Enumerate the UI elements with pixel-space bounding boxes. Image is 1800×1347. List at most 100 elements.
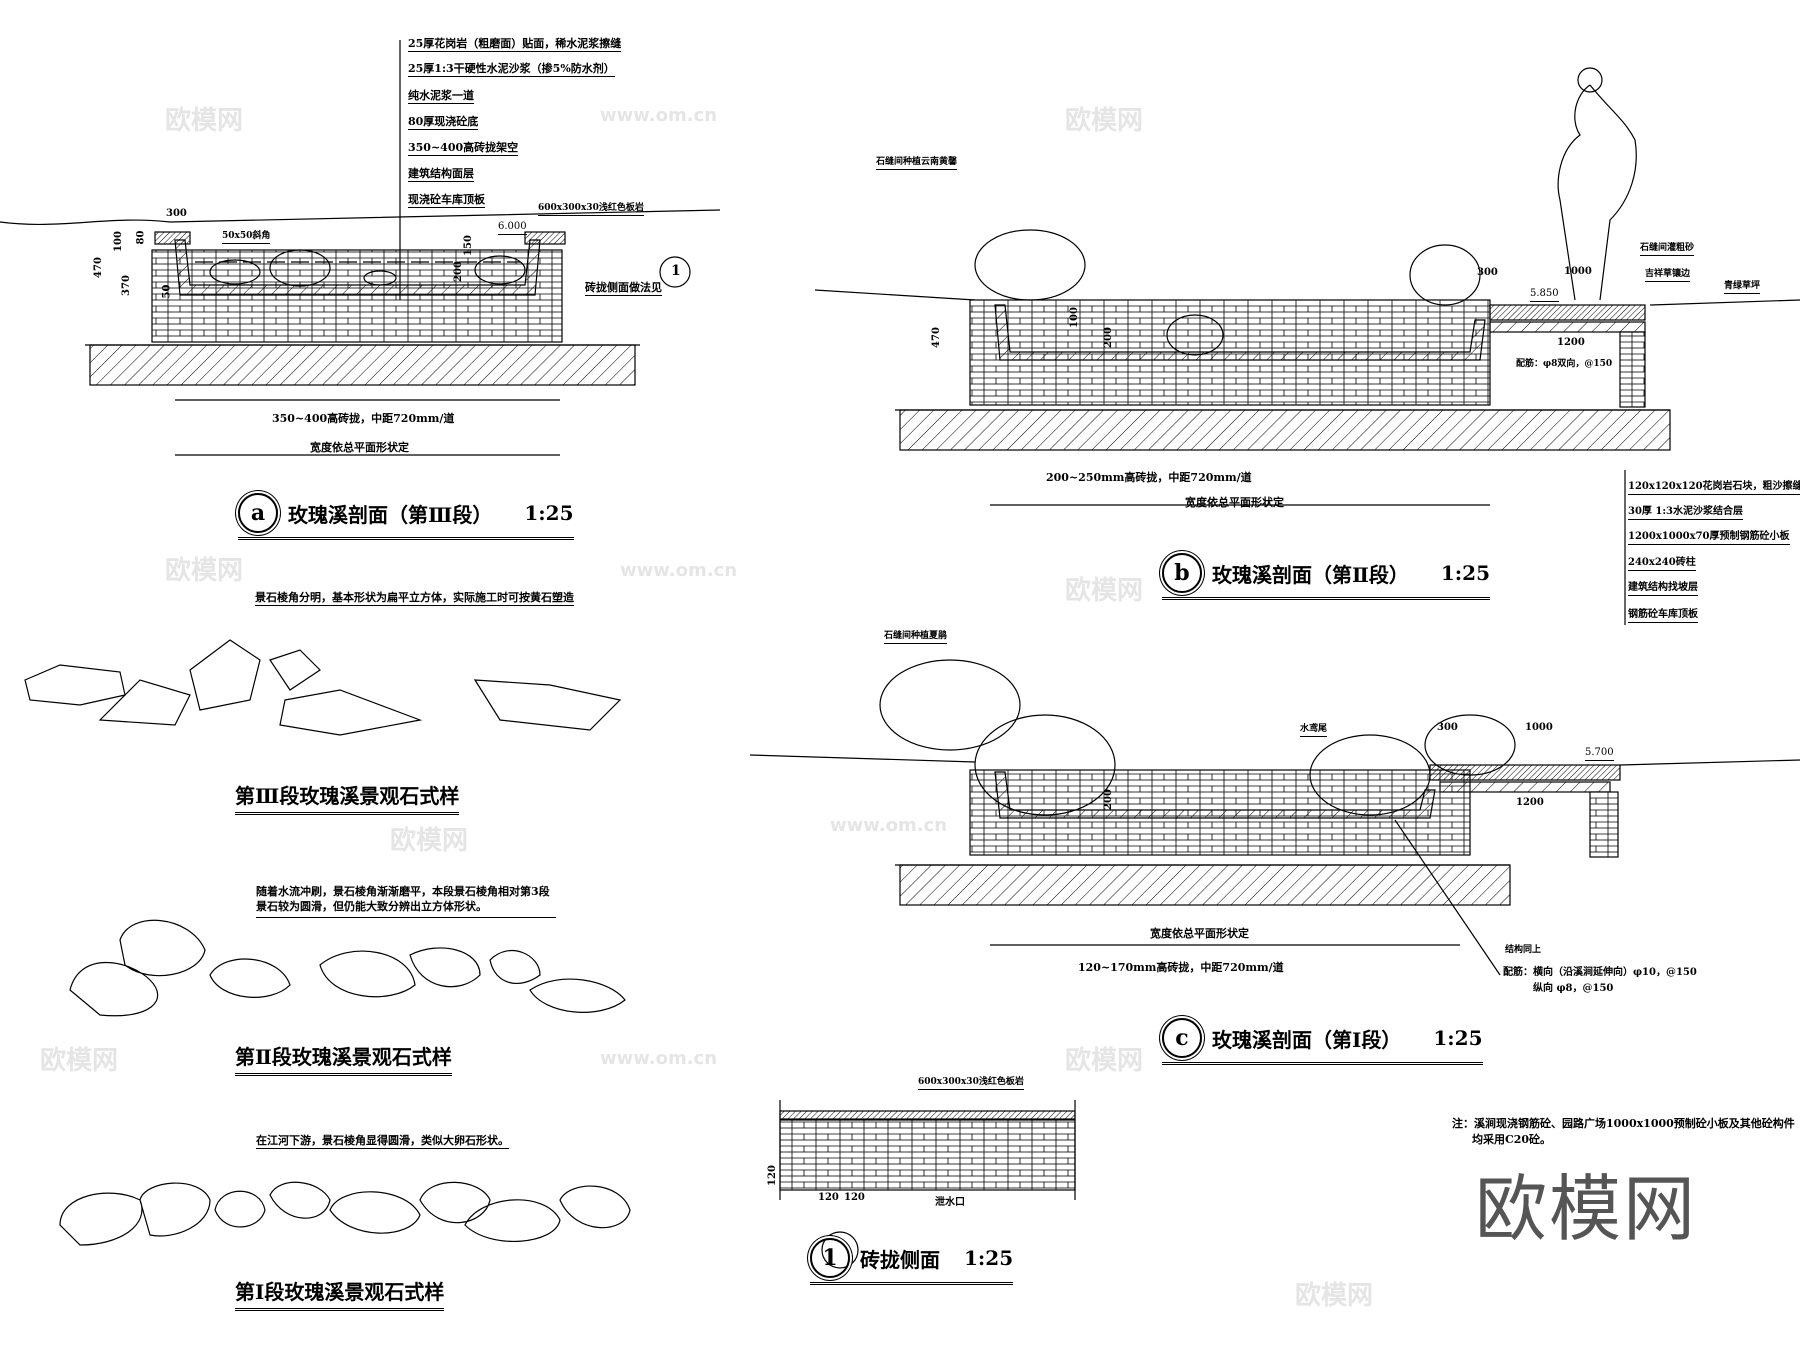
elevation: 5.850 — [1530, 289, 1559, 302]
section-a-title: a 玫瑰溪剖面（第Ⅲ段） 1:25 — [238, 493, 574, 540]
dim: 200 — [1102, 327, 1114, 348]
dim: 200 — [452, 261, 464, 282]
watermark: www.om.cn — [830, 815, 948, 836]
section-marker: b — [1162, 553, 1202, 593]
title-text: 玫瑰溪剖面（第Ⅱ段） — [1212, 562, 1409, 587]
lawn-label: 青绿草坪 — [1724, 282, 1761, 294]
layer-label: 25厚花岗岩（粗磨面）贴面，稀水泥浆擦缝 — [408, 37, 622, 52]
stone-samples-drawing — [24, 639, 631, 1246]
elevation: 6.000 — [498, 222, 527, 235]
plant-label: 石缝间种植夏鹃 — [884, 632, 948, 644]
section-b-drawing — [814, 67, 1800, 625]
scale-text: 1:25 — [1433, 1026, 1483, 1050]
layer-label: 钢筋砼车库顶板 — [1628, 610, 1698, 623]
dim: 1000 — [1564, 266, 1592, 277]
dim: 300 — [1437, 722, 1458, 733]
dim: 80 — [135, 230, 147, 245]
elevation: 5.700 — [1585, 748, 1614, 761]
watermark: 欧模网 — [1065, 576, 1144, 606]
watermark: 欧模网 — [1065, 106, 1144, 136]
layer-label: 80厚现浇砼底 — [408, 115, 479, 130]
slate-label: 600x300x30浅红色板岩 — [538, 204, 644, 216]
layer-label: 350~400高砖拢架空 — [408, 141, 519, 156]
rebar-label: 配筋：横向（沿溪涧延伸向）φ10，@150 — [1503, 967, 1697, 978]
stone-title: 第Ⅱ段玫瑰溪景观石式样 — [235, 1041, 452, 1076]
rock-gap-label: 石缝间灌粗砂 — [1640, 244, 1695, 256]
stone-note: 在江河下游，景石棱角显得圆滑，类似大卵石形状。 — [256, 1134, 509, 1149]
section-marker: c — [1162, 1018, 1202, 1058]
dim: 150 — [462, 235, 474, 256]
dim: 470 — [930, 327, 942, 348]
layer-label: 建筑结构面层 — [408, 167, 474, 182]
watermark: 欧模网 — [1065, 1046, 1144, 1076]
layer-label: 建筑结构找坡层 — [1628, 583, 1698, 596]
iris-label: 水鸢尾 — [1300, 725, 1328, 737]
detail-1-title: 1 砖拢侧面 1:25 — [810, 1238, 1014, 1285]
brick-label: 350~400高砖拢，中距720mm/道 — [272, 412, 455, 425]
scale-text: 1:25 — [964, 1246, 1014, 1270]
note-line: 注：溪涧现浇钢筋砼、园路广场1000x1000预制砼小板及其他砼构件 — [1452, 1117, 1795, 1130]
see-label: 砖拢侧面做法见 — [585, 281, 662, 296]
watermark-logo: 欧模网 — [1475, 1167, 1698, 1251]
section-b-title: b 玫瑰溪剖面（第Ⅱ段） 1:25 — [1162, 553, 1490, 600]
watermark: www.om.cn — [600, 1048, 718, 1069]
dim: 1000 — [1525, 722, 1553, 733]
slate-label: 600x300x30浅红色板岩 — [918, 1078, 1024, 1090]
dim: 200 — [1102, 789, 1114, 810]
dim: 370 — [120, 275, 132, 296]
drain-label: 泄水口 — [935, 1197, 965, 1208]
chamfer-label: 50x50斜角 — [222, 232, 271, 244]
stone-title: 第Ⅲ段玫瑰溪景观石式样 — [235, 780, 460, 815]
dim: 1200 — [1557, 337, 1585, 348]
layer-label: 现浇砼车库顶板 — [408, 193, 485, 208]
dim: 300 — [166, 208, 187, 219]
watermark: 欧模网 — [165, 556, 244, 586]
section-c-title: c 玫瑰溪剖面（第Ⅰ段） 1:25 — [1162, 1018, 1483, 1065]
watermark: 欧模网 — [165, 106, 244, 136]
dim: 300 — [1477, 267, 1498, 278]
watermark: 欧模网 — [1295, 1281, 1374, 1311]
note-line: 均采用C20砼。 — [1472, 1133, 1552, 1146]
plant-label: 石缝间种植云南黄馨 — [876, 158, 958, 170]
layer-label: 120x120x120花岗岩石块，粗沙擦缝 — [1628, 482, 1800, 495]
dim: 1200 — [1516, 797, 1544, 808]
layer-label: 30厚 1:3水泥沙浆结合层 — [1628, 507, 1744, 520]
scale-text: 1:25 — [1440, 561, 1490, 585]
same-label: 结构同上 — [1505, 945, 1542, 955]
watermark: 欧模网 — [40, 1046, 119, 1076]
section-c-drawing — [749, 659, 1800, 976]
ref-number: 1 — [671, 263, 681, 279]
dim: 50 — [161, 284, 173, 299]
title-text: 砖拢侧面 — [860, 1247, 940, 1272]
layer-label: 240x240砖柱 — [1628, 558, 1696, 571]
width-label: 宽度依总平面形状定 — [1185, 496, 1284, 509]
layer-label: 1200x1000x70厚预制钢筋砼小板 — [1628, 532, 1790, 545]
detail-1-drawing — [779, 1100, 1076, 1269]
scale-text: 1:25 — [524, 501, 574, 525]
watermark: www.om.cn — [600, 105, 718, 126]
stone-title: 第Ⅰ段玫瑰溪景观石式样 — [235, 1276, 445, 1311]
watermark: www.om.cn — [620, 560, 738, 581]
stone-note: 随着水流冲刷，景石棱角渐渐磨平，本段景石棱角相对第3段景石较为圆滑，但仍能大致分… — [256, 885, 556, 918]
dim: 120 — [766, 1165, 778, 1186]
dim: 100 — [112, 231, 124, 252]
rebar-label: 纵向 φ8，@150 — [1533, 983, 1614, 994]
watermark: 欧模网 — [390, 826, 469, 856]
detail-marker: 1 — [810, 1238, 850, 1278]
layer-label: 纯水泥浆一道 — [408, 89, 474, 104]
section-a-drawing — [0, 40, 721, 456]
edge-label: 吉祥草镶边 — [1645, 270, 1691, 282]
dim: 470 — [92, 257, 104, 278]
brick-label: 120~170mm高砖拢，中距720mm/道 — [1078, 961, 1284, 974]
dim: 100 — [1068, 307, 1080, 328]
brick-label: 200~250mm高砖拢，中距720mm/道 — [1046, 471, 1252, 484]
title-text: 玫瑰溪剖面（第Ⅰ段） — [1212, 1027, 1402, 1052]
width-label: 宽度依总平面形状定 — [310, 441, 409, 454]
dim: 120 — [844, 1192, 865, 1203]
title-text: 玫瑰溪剖面（第Ⅲ段） — [288, 502, 493, 527]
dim: 120 — [818, 1192, 839, 1203]
layer-label: 25厚1:3干硬性水泥沙浆（掺5%防水剂） — [408, 62, 615, 77]
stone-note: 景石棱角分明，基本形状为扁平立方体，实际施工时可按黄石塑造 — [255, 591, 574, 606]
section-marker: a — [238, 493, 278, 533]
